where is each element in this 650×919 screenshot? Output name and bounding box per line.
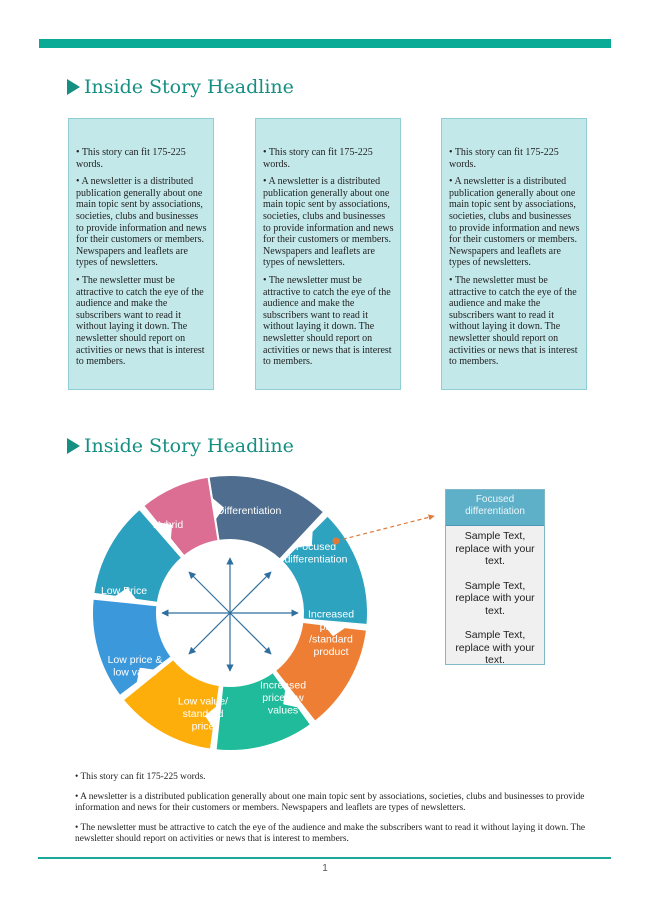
story-box-2-p3: • The newsletter must be attractive to c… xyxy=(263,274,392,368)
segment-label-6: Low price &low value xyxy=(108,654,163,679)
ring-segment-5 xyxy=(121,657,221,751)
ring-segment-2 xyxy=(280,514,369,627)
section2-headline-text: Inside Story Headline xyxy=(84,435,294,457)
story-box-1: • This story can fit 175-225 words. • A … xyxy=(68,118,214,390)
story-box-1-p1: • This story can fit 175-225 words. xyxy=(76,147,186,170)
story-box-2-p2: • A newsletter is a distributed publicat… xyxy=(263,176,394,269)
ring-segment-8 xyxy=(141,475,220,558)
callout-connector-line xyxy=(335,514,435,542)
section1-headline-text: Inside Story Headline xyxy=(84,76,294,98)
callout-box: Focused differentiation Sample Text, rep… xyxy=(445,489,545,666)
callout-item-2: Sample Text, replace with your text. xyxy=(455,579,535,617)
arrow-down-left-icon xyxy=(188,612,231,655)
bottom-paragraph-2: • A newsletter is a distributed publicat… xyxy=(75,791,585,814)
page-number: 1 xyxy=(322,863,328,874)
ring-segment-6 xyxy=(91,597,174,698)
story-box-2: • This story can fit 175-225 words. • A … xyxy=(255,118,401,390)
story-box-3: • This story can fit 175-225 words. • A … xyxy=(441,118,587,390)
bottom-story-text: • This story can fit 175-225 words. • A … xyxy=(75,772,590,854)
ring-segment-7 xyxy=(92,507,184,604)
top-accent-bar xyxy=(39,39,611,48)
section1-headline: Inside Story Headline xyxy=(67,76,294,98)
play-triangle-icon xyxy=(67,79,80,95)
segment-label-1: Differentiation xyxy=(217,505,282,517)
arrow-up-right-icon xyxy=(229,571,272,614)
ring-segment-4 xyxy=(214,670,313,752)
segment-label-7: Low Price xyxy=(101,585,147,597)
story-box-1-p3: • The newsletter must be attractive to c… xyxy=(76,274,205,368)
ring-segment-1 xyxy=(207,474,326,562)
story-box-2-p1: • This story can fit 175-225 words. xyxy=(263,147,373,170)
story-box-3-p3: • The newsletter must be attractive to c… xyxy=(449,274,578,368)
arrow-down-right-icon xyxy=(229,612,272,655)
segment-label-8: Hybrid xyxy=(153,519,184,531)
arrow-up-left-icon xyxy=(188,571,231,614)
center-arrows xyxy=(161,557,299,672)
bottom-paragraph-1: • This story can fit 175-225 words. xyxy=(75,772,206,782)
play-triangle-icon xyxy=(67,438,80,454)
ring-segments xyxy=(91,474,369,752)
bottom-paragraph-3: • The newsletter must be attractive to c… xyxy=(75,822,586,845)
callout-header: Focused differentiation xyxy=(446,490,544,526)
story-box-3-p2: • A newsletter is a distributed publicat… xyxy=(449,176,580,269)
callout-item-3: Sample Text, replace with your text. xyxy=(455,629,535,666)
story-box-3-p1: • This story can fit 175-225 words. xyxy=(449,147,559,170)
ring-segment-3 xyxy=(273,620,369,724)
section2-headline: Inside Story Headline xyxy=(67,435,294,457)
footer-divider xyxy=(38,857,611,859)
callout-connector-dot xyxy=(332,537,340,545)
callout-item-1: Sample Text, replace with your text. xyxy=(455,530,535,567)
story-box-1-p2: • A newsletter is a distributed publicat… xyxy=(76,176,207,269)
